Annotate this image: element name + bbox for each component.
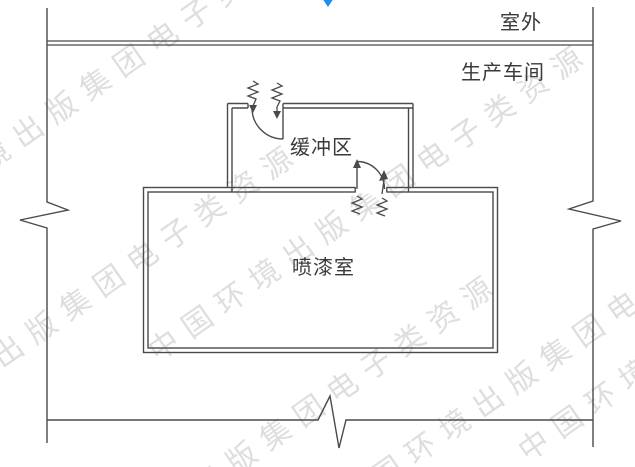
airflow-arrow-icon: [246, 80, 260, 113]
label-spray-room: 喷漆室: [292, 257, 355, 279]
airflow-arrow-icon: [350, 159, 364, 215]
spray-room-door-jambs: [354, 187, 388, 192]
airflow-arrow-icon: [375, 170, 389, 217]
buffer-door-swing-icon: [251, 107, 284, 140]
label-outdoor: 室外: [500, 12, 542, 34]
workshop-left-wall: [19, 8, 71, 443]
workshop-bottom-wall: [47, 393, 593, 449]
flow-direction-arrow-icon: [323, 0, 333, 7]
label-buffer-zone: 缓冲区: [290, 137, 353, 159]
spray-room-door-swing-icon: [356, 160, 386, 190]
exterior-wall: [47, 40, 593, 46]
workshop-right-wall: [566, 7, 622, 447]
buffer-zone-outline: [226, 102, 414, 192]
spray-room-outline: [142, 186, 499, 354]
spray-room-door-opening: [355, 186, 387, 194]
label-workshop: 生产车间: [461, 62, 545, 84]
airflow-arrow-icon: [270, 82, 284, 119]
